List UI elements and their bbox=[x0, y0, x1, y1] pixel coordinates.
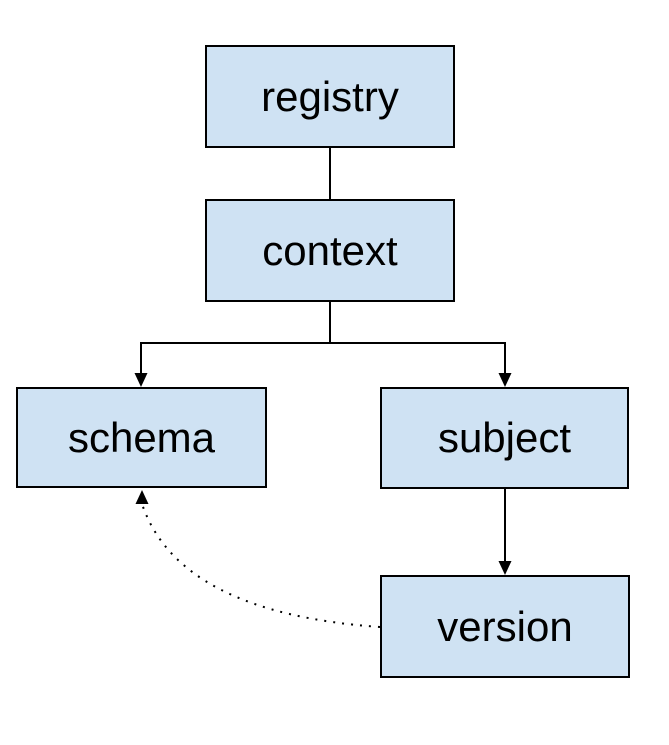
edge-line bbox=[329, 302, 506, 374]
edge-line bbox=[140, 302, 331, 374]
edge-context-schema bbox=[134, 302, 331, 387]
node-subject: subject bbox=[380, 387, 629, 489]
arrowhead bbox=[498, 561, 512, 575]
arrowhead bbox=[134, 373, 148, 387]
node-version: version bbox=[380, 575, 630, 678]
node-subject-label: subject bbox=[437, 414, 572, 461]
edge-version-schema bbox=[135, 490, 381, 628]
node-context: context bbox=[205, 199, 455, 302]
node-schema: schema bbox=[16, 387, 267, 488]
arrowhead bbox=[498, 373, 512, 387]
node-context-label: context bbox=[262, 226, 398, 274]
node-version-label: version bbox=[437, 602, 573, 650]
edge-line bbox=[141, 503, 381, 628]
node-registry: registry bbox=[205, 45, 455, 148]
arrowhead bbox=[135, 490, 149, 504]
node-schema-label: schema bbox=[67, 413, 216, 461]
node-registry-label: registry bbox=[261, 72, 399, 120]
edge-subject-version bbox=[498, 489, 512, 575]
edge-context-subject bbox=[329, 302, 512, 387]
